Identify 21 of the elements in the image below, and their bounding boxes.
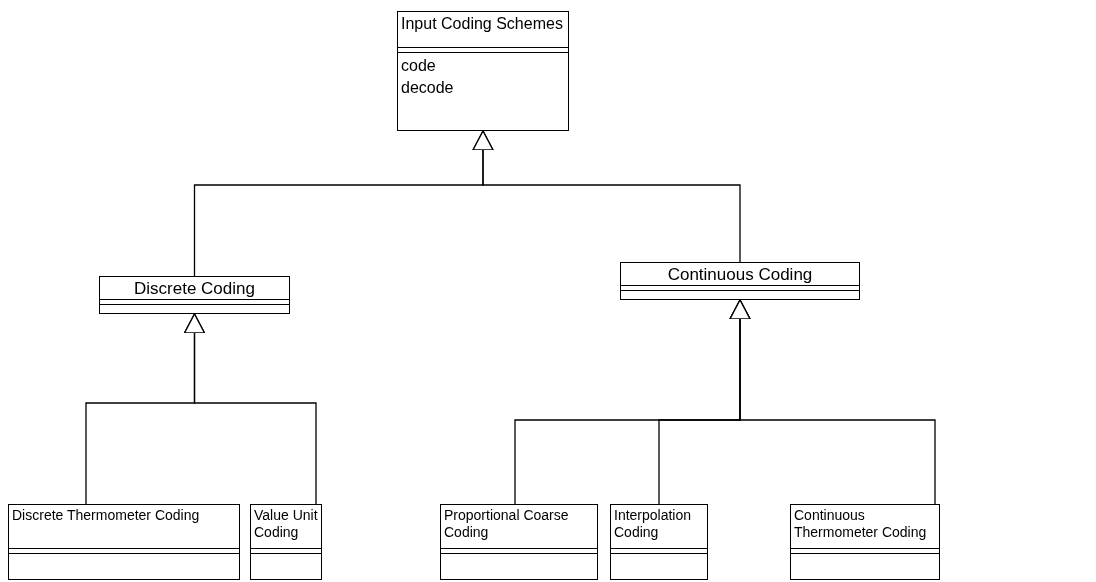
- class-name: Interpolation Coding: [614, 506, 693, 541]
- class-name: Value Unit Coding: [254, 506, 318, 541]
- class-box: [620, 262, 860, 300]
- class-box: [8, 504, 240, 580]
- class-box: [397, 11, 569, 131]
- class-name: Input Coding Schemes: [401, 14, 563, 34]
- class-box: [790, 504, 940, 580]
- class-box: [99, 276, 290, 314]
- generalization-arrow: [183, 313, 317, 505]
- generalization-arrow: [729, 299, 936, 505]
- class-box: [250, 504, 322, 580]
- method-name: code: [401, 56, 437, 76]
- class-name: Continuous Coding: [666, 264, 814, 286]
- class-name: Discrete Coding: [133, 278, 256, 300]
- method-name: decode: [401, 77, 455, 98]
- class-box: [610, 504, 708, 580]
- class-name: Continuous Thermometer Coding: [794, 506, 928, 541]
- generalization-arrow: [472, 130, 741, 263]
- class-name: Proportional Coarse Coding: [444, 506, 570, 541]
- class-name: Discrete Thermometer Coding: [12, 506, 200, 524]
- class-box: [440, 504, 598, 580]
